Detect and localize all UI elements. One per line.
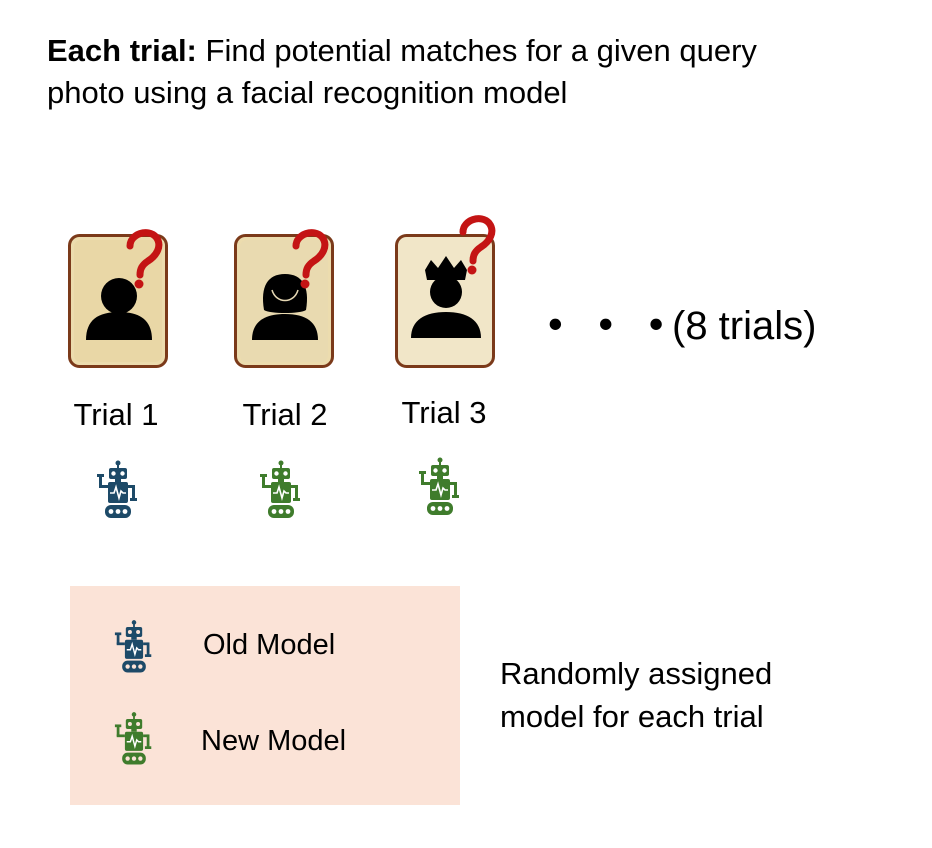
trial-3-label: Trial 3 (401, 395, 487, 430)
ellipsis: • • • (548, 300, 676, 347)
heading-bold: Each trial: (47, 33, 197, 68)
question-mark-icon (126, 229, 163, 289)
robot-icon (259, 460, 303, 520)
crowned-person-icon (411, 256, 481, 338)
question-mark-icon (459, 215, 496, 275)
trial-1-card (68, 229, 168, 368)
heading: Each trial: Find potential matches for a… (47, 30, 807, 114)
question-mark-icon (292, 229, 329, 289)
heading-text: Find potential matches for a given query… (47, 33, 757, 110)
legend-new-model: New Model (201, 725, 347, 757)
trial-2-card (234, 229, 334, 368)
robot-icon (96, 460, 140, 520)
trial-3-card (395, 215, 496, 368)
robot-icon (114, 618, 154, 676)
trial-2-label: Trial 2 (242, 397, 328, 432)
trial-1-label: Trial 1 (73, 397, 159, 432)
person-silhouette-icon (86, 278, 152, 340)
legend-box: Old Model New Model (70, 586, 460, 805)
woman-silhouette-icon (252, 274, 318, 340)
legend-old-model: Old Model (203, 629, 336, 661)
robot-icon (418, 457, 462, 517)
trial-count-label: (8 trials) (672, 304, 817, 348)
assignment-note: Randomly assigned model for each trial (500, 656, 773, 734)
robot-icon (114, 710, 154, 768)
